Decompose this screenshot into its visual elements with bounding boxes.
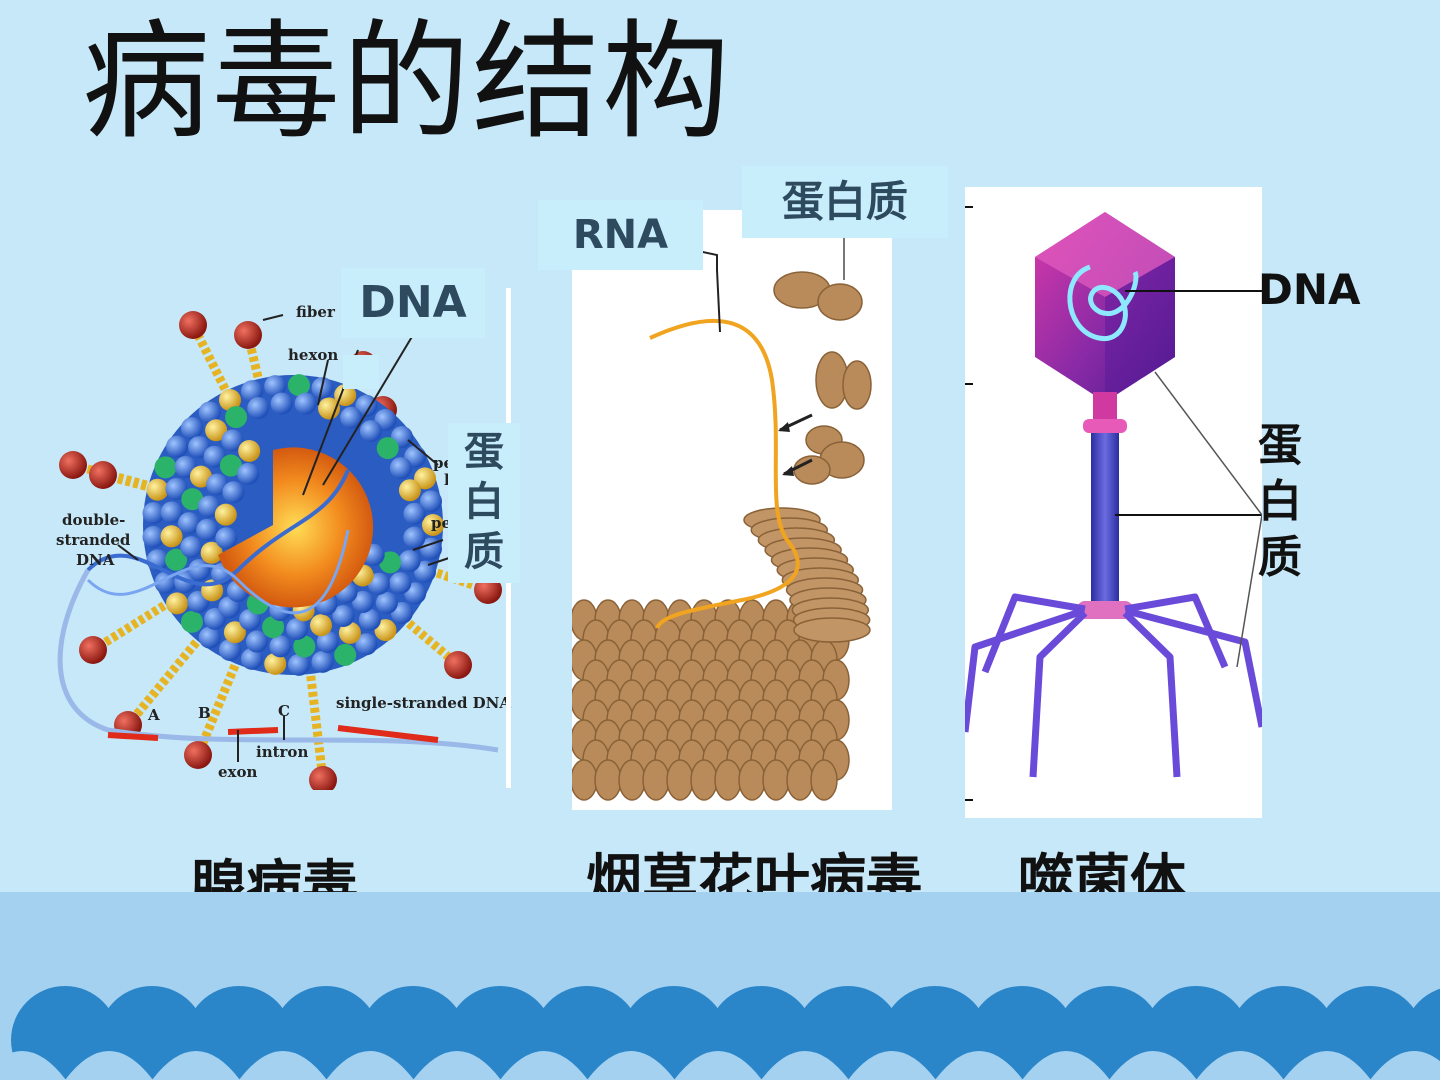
phage-dna-label: DNA xyxy=(1258,265,1361,314)
label-hexon: hexon xyxy=(288,346,338,364)
label-pe-2: pe xyxy=(431,514,451,532)
label-double-stranded-2: stranded xyxy=(56,531,131,549)
adeno-dna-tag: DNA xyxy=(341,268,485,338)
label-double-stranded-3: DNA xyxy=(76,551,115,569)
adenovirus-illustration: fiber hexon double- stranded DNA single-… xyxy=(56,303,511,790)
phage-illustration xyxy=(965,187,1262,818)
tmv-protein-tag: 蛋白质 xyxy=(742,166,948,238)
phage-dna xyxy=(1067,264,1139,342)
adeno-blank-tag xyxy=(343,355,379,389)
adeno-protein-tag: 蛋 白 质 xyxy=(448,423,520,583)
rna-strand xyxy=(649,318,800,630)
label-double-stranded-1: double- xyxy=(62,511,125,529)
phage-tail xyxy=(1091,433,1119,603)
phage-protein-label: 蛋 白 质 xyxy=(1258,420,1302,583)
tmv-rna-tag: RNA xyxy=(538,200,703,270)
label-fiber: fiber xyxy=(296,303,336,321)
footer-waves xyxy=(0,892,1440,1080)
label-exon: exon xyxy=(218,763,257,781)
label-b: B xyxy=(198,704,211,722)
tmv-protein-subunits xyxy=(773,271,872,485)
tmv-illustration xyxy=(572,210,892,810)
label-pe-1b: l xyxy=(444,471,450,489)
label-intron: intron xyxy=(256,743,308,761)
label-c: C xyxy=(278,702,290,720)
phage-baseplate xyxy=(1077,601,1133,619)
label-single-stranded: single-stranded DNA xyxy=(336,694,511,712)
page-title: 病毒的结构 xyxy=(82,8,733,157)
label-a: A xyxy=(147,706,160,724)
